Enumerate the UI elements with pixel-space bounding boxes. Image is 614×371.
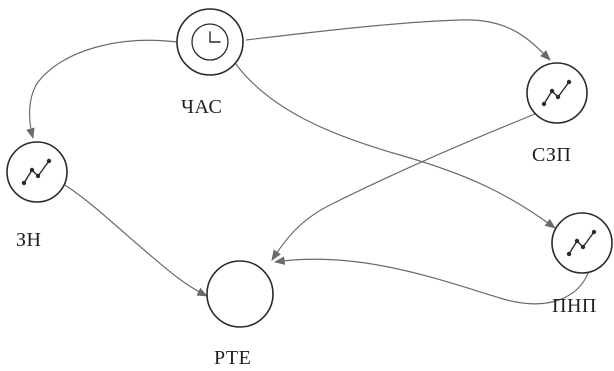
node-szp-circle [526,62,588,124]
trend-line-icon [566,229,597,257]
trend-line-icon [21,158,52,186]
edge-chas-szp [245,19,551,61]
edge-szp-rte [271,109,546,261]
edge-zn-rte [64,184,208,297]
node-chas [176,8,244,76]
trend-line-icon [541,79,572,107]
node-zn-circle [6,141,68,203]
node-pnp [551,212,613,274]
node-pnp-circle [551,212,613,274]
node-rte-circle [206,260,274,328]
node-szp [526,62,588,124]
node-label-pnp: ПНП [552,295,597,317]
clock-icon [191,23,229,61]
node-label-chas: ЧАС [181,96,223,118]
edge-chas-pnp [234,62,556,229]
node-zn [6,141,68,203]
node-label-rte: РТЕ [214,347,252,369]
node-label-szp: СЗП [532,144,572,166]
node-rte [206,260,274,328]
node-label-zn: ЗН [16,229,42,251]
edge-pnp-rte [273,256,591,305]
edge-chas-zn [26,39,178,140]
